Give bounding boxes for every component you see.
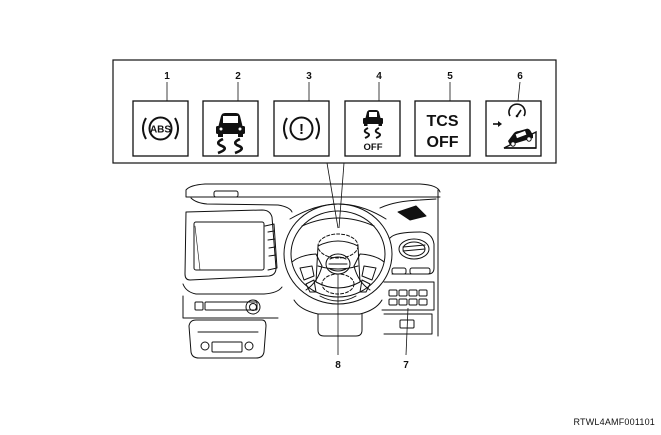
indicator-3: 3 ! [273,71,330,157]
indicator-2: 2 [202,71,259,157]
callout-6: 6 [517,71,523,82]
callout-2: 2 [235,71,241,82]
callout-7: 7 [403,360,409,371]
indicator-5: 5 TCS OFF [414,71,471,157]
leader-cluster-right [338,162,345,229]
indicator-6-box [485,100,542,157]
callout-5: 5 [447,71,453,82]
abs-warning-icon: ABS [142,116,179,141]
callout-3: 3 [306,71,312,82]
svg-text:OFF: OFF [427,134,459,151]
callout-8: 8 [335,360,341,371]
image-code-caption: RTWL4AMF001101 [573,417,655,427]
indicator-panel-frame [112,59,557,164]
indicator-5-box [414,100,471,157]
leader-cluster-left [326,162,339,229]
indicator-4: 4 OFF [344,71,401,157]
esc-off-icon: OFF [363,110,383,153]
brake-warning-icon: ! [283,116,320,141]
svg-text:TCS: TCS [427,113,459,130]
indicator-1: 1 ABS [132,71,189,157]
dashboard-illustration [182,183,441,359]
leader-7 [405,307,409,356]
callout-1: 1 [164,71,170,82]
svg-text:!: ! [299,121,304,138]
indicator-6: 6 [485,71,542,157]
svg-text:ABS: ABS [150,125,171,136]
tcs-off-icon: TCS OFF [427,113,459,151]
esc-slip-indicator-icon [216,113,245,155]
callout-4: 4 [376,71,382,82]
svg-text:OFF: OFF [364,142,383,153]
hill-descent-control-icon [493,103,537,149]
